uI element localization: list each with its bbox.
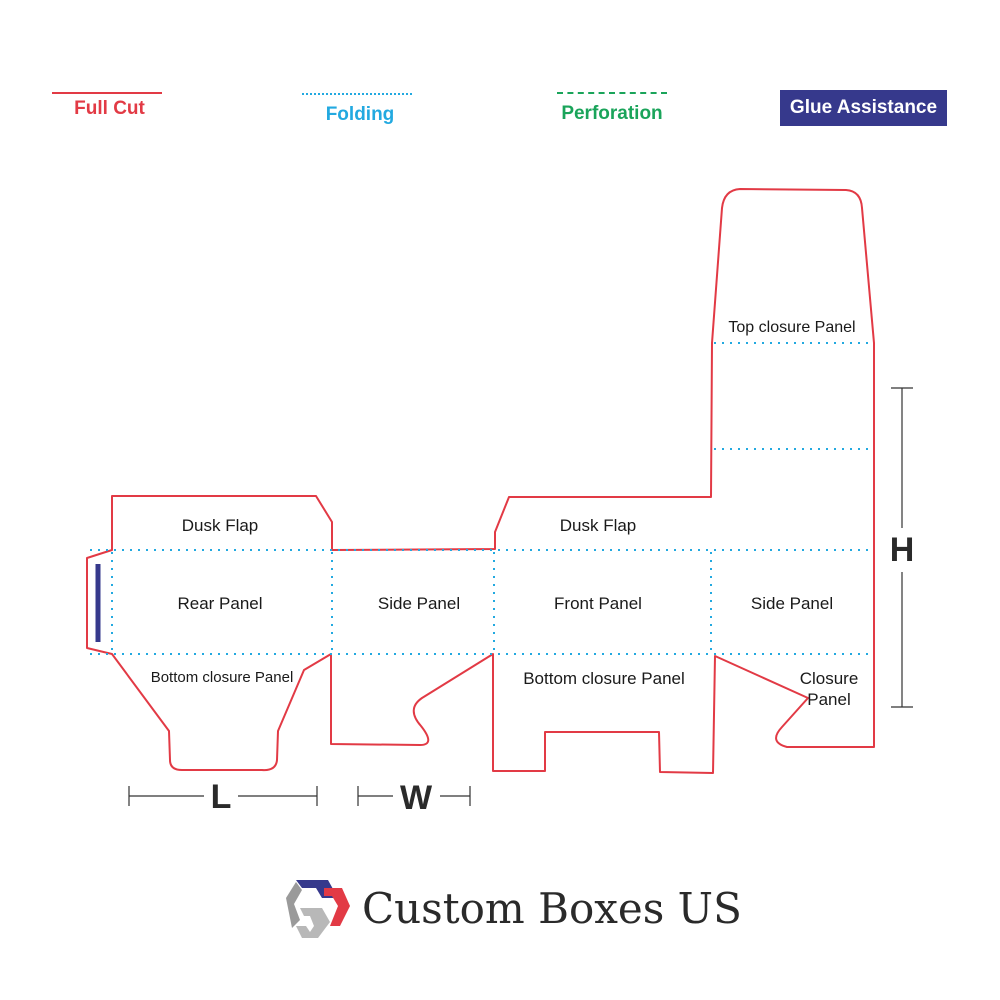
hexagon-box-logo-icon [286, 880, 350, 938]
length-dimension-label: L [211, 778, 232, 816]
perforation-legend-label: Perforation [561, 103, 663, 124]
front-dusk-flap-label: Dusk Flap [560, 516, 637, 535]
brand-footer: Custom Boxes US [278, 876, 742, 942]
folding-legend-line [302, 93, 412, 95]
perforation-legend-line [557, 92, 667, 94]
height-dimension [891, 387, 913, 708]
rear-dusk-flap-label: Dusk Flap [182, 516, 259, 535]
closure-panel-label-line2: Panel [807, 690, 850, 709]
side-panel-2-label: Side Panel [751, 594, 833, 613]
width-dimension [357, 786, 471, 806]
width-dimension-label: W [400, 779, 433, 817]
full-cut-outline [86, 188, 875, 774]
rear-panel-label: Rear Panel [177, 594, 262, 613]
closure-panel-label-line1: Closure [800, 669, 859, 688]
side-panel-1-label: Side Panel [378, 594, 460, 613]
full-cut-legend-label: Full Cut [74, 98, 145, 119]
brand-name: Custom Boxes US [362, 884, 742, 933]
length-dimension [128, 786, 318, 806]
full-cut-legend-line [52, 92, 162, 94]
fold-lines [90, 342, 872, 655]
front-panel-label: Front Panel [554, 594, 642, 613]
top-closure-panel-label: Top closure Panel [728, 319, 855, 336]
front-bottom-closure-label: Bottom closure Panel [523, 669, 685, 688]
height-dimension-label: H [890, 531, 915, 569]
folding-legend-label: Folding [325, 104, 395, 125]
rear-bottom-closure-label: Bottom closure Panel [151, 669, 294, 686]
glue-assistance-legend: Glue Assistance [780, 90, 947, 126]
